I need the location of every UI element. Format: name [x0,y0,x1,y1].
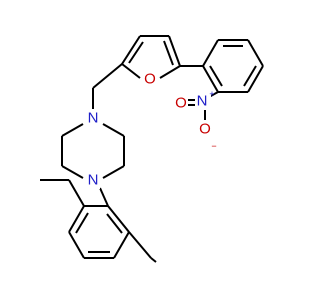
bond [61,123,84,137]
bond [99,187,109,207]
atom-o-nitro-double: O [175,95,187,112]
atom-o-nitro-minus: O [199,121,211,138]
bond [121,35,141,65]
bonds [40,35,264,263]
molecule-diagram: N N O N + O O − [40,35,264,263]
bond [202,65,219,93]
bond [163,40,174,66]
bond [113,231,130,259]
bond [68,231,85,259]
bond [128,231,152,259]
bond [61,165,84,179]
bond [150,257,157,263]
atom-n-piperazine-bottom: N [88,172,99,189]
bond [202,39,219,67]
bond [107,205,130,233]
bond [168,35,181,67]
bond [75,212,89,234]
bond [121,63,141,79]
bond [128,41,144,64]
charge-minus: − [211,141,216,151]
bond [68,205,85,233]
bond [247,39,264,67]
bond [102,165,125,179]
structure-canvas: N N O N + O O − [40,35,264,263]
bond [106,213,123,234]
atom-n-piperazine-top: N [88,110,99,127]
bond [92,63,123,89]
bond [247,65,264,93]
bond [243,65,257,87]
atom-n-nitro: N [197,93,208,110]
charge-plus: + [209,89,214,99]
atom-o-furan: O [144,71,156,88]
bond [209,65,223,87]
bond [102,123,125,137]
bond [68,179,85,207]
atoms: N N O N + O O − [86,70,217,189]
bond [159,65,181,79]
